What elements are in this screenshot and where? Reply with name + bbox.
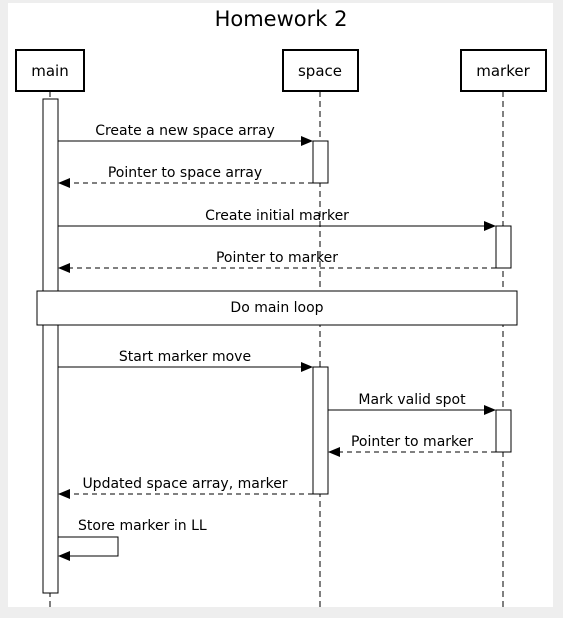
message-pointer-to-marker-1: Pointer to marker	[58, 250, 496, 273]
participant-marker-label: marker	[476, 62, 530, 80]
message-mark-valid-spot: Mark valid spot	[328, 392, 496, 415]
participant-space: space	[282, 49, 359, 92]
arrowhead-icon	[58, 263, 70, 273]
message-pointer-to-space-array: Pointer to space array	[58, 165, 313, 188]
message-label: Store marker in LL	[78, 518, 207, 534]
message-label: Updated space array, marker	[82, 476, 287, 492]
message-label: Mark valid spot	[358, 392, 466, 408]
activation-space-1	[312, 140, 329, 184]
fragment-label: Do main loop	[230, 300, 323, 316]
fragment-main-loop: Do main loop	[36, 290, 518, 326]
message-label: Pointer to marker	[351, 434, 473, 450]
activation-marker-2	[495, 409, 512, 453]
message-label: Pointer to space array	[108, 165, 262, 181]
activation-marker-1	[495, 225, 512, 269]
message-updated-space-array: Updated space array, marker	[58, 476, 313, 499]
activation-space-2	[312, 366, 329, 495]
arrowhead-icon	[484, 221, 496, 231]
arrowhead-icon	[301, 362, 313, 372]
participant-main: main	[15, 49, 85, 92]
participant-space-label: space	[298, 62, 342, 80]
arrowhead-icon	[301, 136, 313, 146]
participant-main-label: main	[31, 62, 68, 80]
message-label: Create initial marker	[205, 208, 349, 224]
message-label: Start marker move	[119, 349, 251, 365]
arrowhead-icon	[58, 489, 70, 499]
participant-marker: marker	[460, 49, 547, 92]
message-store-marker-in-ll: Store marker in LL	[58, 518, 207, 561]
message-start-marker-move: Start marker move	[58, 349, 313, 372]
arrowhead-icon	[328, 447, 340, 457]
activation-main	[42, 98, 59, 594]
message-pointer-to-marker-2: Pointer to marker	[328, 434, 496, 457]
message-label: Pointer to marker	[216, 250, 338, 266]
arrowhead-icon	[58, 551, 70, 561]
message-create-space-array: Create a new space array	[58, 123, 313, 146]
message-label: Create a new space array	[95, 123, 275, 139]
message-create-initial-marker: Create initial marker	[58, 208, 496, 231]
arrowhead-icon	[58, 178, 70, 188]
arrowhead-icon	[484, 405, 496, 415]
diagram-title: Homework 2	[215, 7, 348, 31]
